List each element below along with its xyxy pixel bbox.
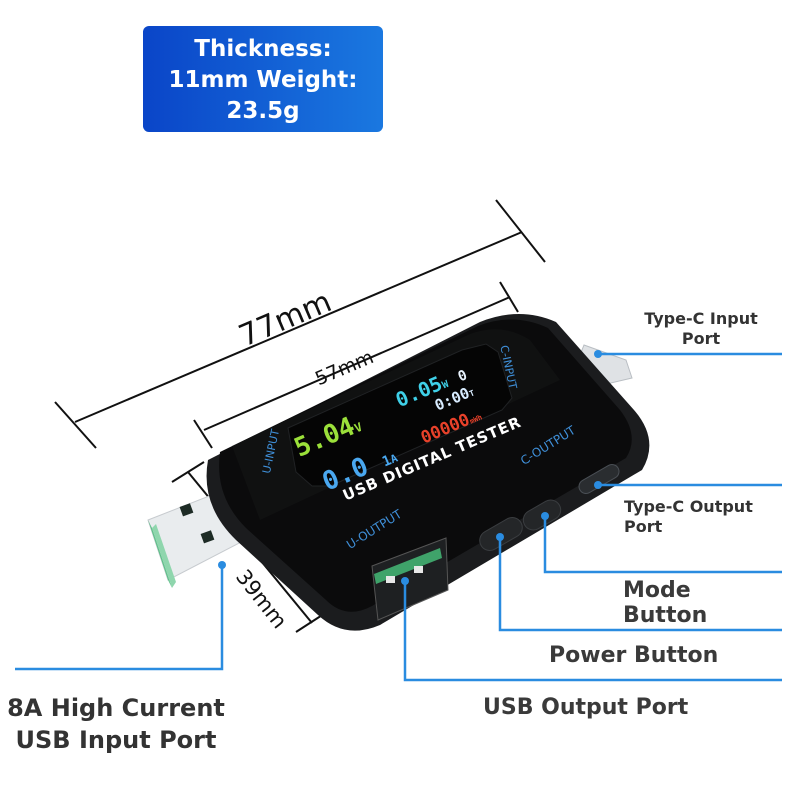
callout-usb-output-port: USB Output Port — [483, 695, 689, 720]
device-body — [206, 314, 650, 631]
spec-thickness-weight: 11mm Weight: — [168, 67, 358, 93]
callout-mode-button: Mode Button — [623, 578, 708, 628]
callout-power-button: Power Button — [549, 643, 719, 668]
callout-dots — [218, 350, 602, 585]
dimension-line-57mm — [193, 281, 519, 449]
dimension-line-77mm — [54, 199, 546, 449]
spec-weight-value: 23.5g — [226, 98, 300, 124]
callout-type-c-output: Type-C Output Port — [624, 497, 753, 536]
spec-badge: Thickness: 11mm Weight: 23.5g — [143, 26, 383, 132]
spec-thickness-label: Thickness: — [194, 36, 332, 62]
usb-a-output-port — [371, 537, 449, 621]
callout-lines — [15, 352, 782, 682]
callout-type-c-input: Type-C Input Port — [644, 309, 758, 348]
energy-unit: mWh — [468, 413, 484, 426]
callout-usb-input-port: 8A High Current USB Input Port — [7, 694, 225, 754]
